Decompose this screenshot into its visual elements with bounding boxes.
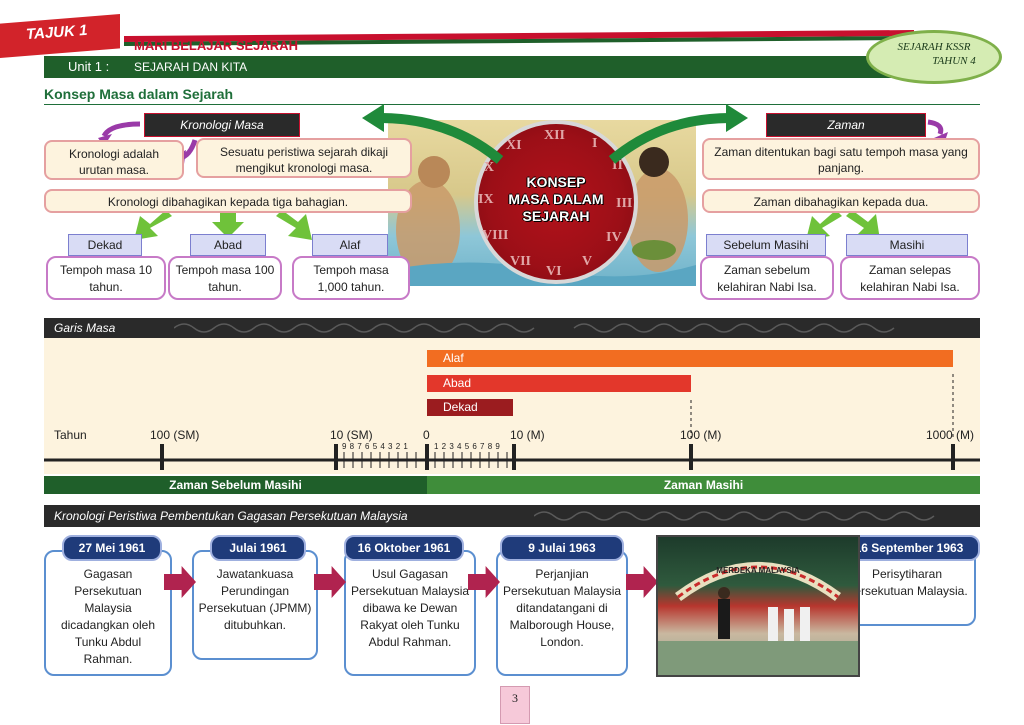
clock-numeral: VI [546, 264, 562, 279]
unit-desc-abad: Tempoh masa 100 tahun. [168, 256, 282, 300]
section-rule [44, 104, 980, 105]
kronologi-definition: Kronologi adalah urutan masa. [44, 140, 184, 180]
timeline-axis [44, 374, 980, 470]
era-sebelum-masihi: Zaman Sebelum Masihi [44, 476, 427, 494]
small-ticks-right: 1 2 3 4 5 6 7 8 9 [434, 442, 501, 451]
concept-title-line3: SEJARAH [522, 208, 590, 224]
event-date-1: 27 Mei 1961 [62, 535, 162, 561]
header-title: MARI BELAJAR SEJARAH [134, 38, 298, 53]
kssr-badge-text: SEJARAH KSSR TAHUN 4 [874, 40, 994, 68]
unit-label-alaf: Alaf [312, 234, 388, 256]
year-100-m: 100 (M) [680, 428, 722, 442]
concept-title: KONSEP MASA DALAM SEJARAH [498, 174, 614, 225]
year-10-sm: 10 (SM) [330, 428, 373, 442]
kssr-badge-line1: SEJARAH KSSR [897, 41, 971, 53]
clock-numeral: VIII [482, 228, 509, 243]
arrow-right-icon [314, 566, 346, 598]
zaman-division: Zaman dibahagikan kepada dua. [702, 189, 980, 213]
garis-masa-label: Garis Masa [54, 321, 116, 335]
clock-numeral: XI [506, 138, 522, 153]
clock-numeral: I [592, 136, 598, 151]
unit-label-abad: Abad [190, 234, 266, 256]
concept-clock: XII I II III IV V VI VII VIII IX X XI KO… [474, 120, 638, 284]
year-100-sm: 100 (SM) [150, 428, 200, 442]
section-title: Konsep Masa dalam Sejarah [44, 86, 234, 102]
kronologi-peristiwa-header: Kronologi Peristiwa Pembentukan Gagasan … [44, 505, 980, 527]
event-date-3: 16 Oktober 1961 [344, 535, 464, 561]
unit-desc-dekad: Tempoh masa 10 tahun. [46, 256, 166, 300]
event-text-3: Usul Gagasan Persekutuan Malaysia dibawa… [344, 550, 476, 676]
zaman-desc-sebelum-masihi: Zaman sebelum kelahiran Nabi Isa. [700, 256, 834, 300]
kronologi-division: Kronologi dibahagikan kepada tiga bahagi… [44, 189, 412, 213]
unit-desc-alaf: Tempoh masa 1,000 tahun. [292, 256, 410, 300]
small-ticks-left: 9 8 7 6 5 4 3 2 1 [342, 442, 409, 451]
kronologi-peristiwa-label: Kronologi Peristiwa Pembentukan Gagasan … [54, 509, 408, 523]
zaman-desc-masihi: Zaman selepas kelahiran Nabi Isa. [840, 256, 980, 300]
page-number: 3 [500, 686, 530, 724]
photo-sign: MERDEKA MALAYSIA [716, 566, 800, 575]
clock-numeral: V [582, 254, 593, 269]
clock-numeral: III [616, 196, 633, 211]
kssr-badge [866, 30, 1002, 84]
zaman-label: Zaman [766, 113, 926, 137]
event-text-2: Jawatankuasa Perundingan Persekutuan (JP… [192, 550, 318, 660]
event-text-5: Perisytiharan Persekutuan Malaysia. [838, 550, 976, 626]
event-text-4: Perjanjian Persekutuan Malaysia ditandat… [496, 550, 628, 676]
ornament-swirl [174, 323, 895, 333]
tahun-label: Tahun [54, 428, 87, 442]
unit-name: SEJARAH DAN KITA [134, 60, 248, 74]
clock-numeral: XII [544, 128, 566, 143]
clock-numeral: IX [478, 192, 494, 207]
event-date-5: 16 September 1963 [838, 535, 980, 561]
clock-numeral: IV [606, 230, 622, 245]
kssr-badge-line2: TAHUN 4 [932, 55, 976, 67]
unit-label: Unit 1 : [68, 59, 110, 74]
unit-bar: Unit 1 : SEJARAH DAN KITA [44, 56, 924, 78]
merdeka-photo: MERDEKA MALAYSIA [656, 535, 860, 677]
clock-numeral: VII [510, 254, 532, 269]
year-0: 0 [423, 428, 430, 442]
band-alaf: Alaf [427, 350, 953, 367]
kronologi-description: Sesuatu peristiwa sejarah dikaji mengiku… [196, 138, 412, 178]
ornament-swirl [534, 511, 935, 521]
clock-numeral: X [484, 160, 495, 175]
event-text-1: Gagasan Persekutuan Malaysia dicadangkan… [44, 550, 172, 676]
header-stripe [124, 30, 914, 46]
zaman-type-sebelum-masihi: Sebelum Masihi [706, 234, 826, 256]
concept-title-line1: KONSEP [526, 174, 586, 190]
garis-masa-header: Garis Masa [44, 318, 980, 338]
zaman-description: Zaman ditentukan bagi satu tempoh masa y… [702, 138, 980, 180]
unit-label-dekad: Dekad [68, 234, 142, 256]
event-date-2: Julai 1961 [210, 535, 306, 561]
zaman-type-masihi: Masihi [846, 234, 968, 256]
band-dekad: Dekad [427, 399, 513, 416]
band-abad: Abad [427, 375, 691, 392]
year-10-m: 10 (M) [510, 428, 545, 442]
year-1000-m: 1000 (M) [926, 428, 975, 442]
arrow-right-icon [626, 566, 658, 598]
era-masihi: Zaman Masihi [427, 476, 980, 494]
clock-numeral: II [612, 158, 623, 173]
event-date-4: 9 Julai 1963 [500, 535, 624, 561]
concept-title-line2: MASA DALAM [508, 191, 604, 207]
photo-scene: MERDEKA MALAYSIA [658, 562, 858, 675]
kronologi-masa-label: Kronologi Masa [144, 113, 300, 137]
header-title-row: MARI BELAJAR SEJARAH [124, 36, 904, 56]
